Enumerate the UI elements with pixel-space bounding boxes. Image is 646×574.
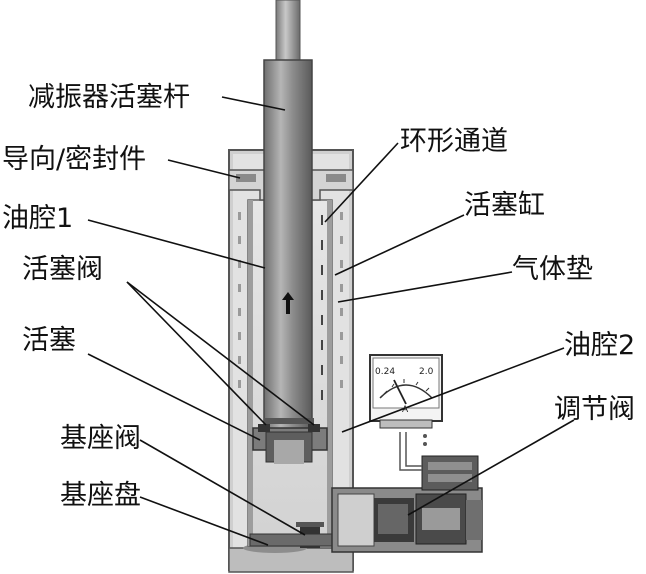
leader-piston-cylinder bbox=[334, 214, 465, 276]
leader-piston-valve-b bbox=[126, 281, 315, 426]
label-oil-chamber-1: 油腔1 bbox=[2, 203, 74, 234]
label-base-valve: 基座阀 bbox=[60, 423, 141, 454]
leader-piston bbox=[87, 353, 261, 441]
leader-piston-valve-a bbox=[126, 281, 267, 426]
label-annular-passage: 环形通道 bbox=[400, 126, 508, 157]
leader-control-valve bbox=[407, 419, 575, 516]
label-piston-rod: 减振器活塞杆 bbox=[28, 82, 190, 113]
leader-piston-rod bbox=[221, 96, 286, 111]
leader-oil-chamber-1 bbox=[87, 219, 266, 269]
piston bbox=[252, 427, 328, 464]
label-oil-chamber-2: 油腔2 bbox=[564, 330, 636, 361]
gauge-unit: A bbox=[402, 405, 409, 415]
leader-gas-cushion bbox=[337, 271, 513, 303]
leader-annular-passage bbox=[324, 142, 399, 223]
gauge-right-value: 2.0 bbox=[419, 367, 434, 377]
leader-oil-chamber-2 bbox=[341, 347, 565, 433]
label-gas-cushion: 气体垫 bbox=[512, 254, 593, 285]
label-piston: 活塞 bbox=[22, 325, 76, 356]
label-piston-valve: 活塞阀 bbox=[22, 254, 103, 285]
label-control-valve: 调节阀 bbox=[554, 394, 635, 425]
leader-base-valve bbox=[139, 439, 306, 536]
ammeter-gauge bbox=[369, 354, 443, 446]
control-valve bbox=[331, 432, 483, 553]
label-piston-cylinder: 活塞缸 bbox=[464, 190, 545, 221]
gauge-left-value: 0.24 bbox=[375, 367, 395, 377]
leader-base-plate bbox=[139, 496, 269, 546]
piston-valve bbox=[258, 418, 320, 432]
label-base-plate: 基座盘 bbox=[60, 480, 141, 511]
base-plate bbox=[249, 533, 333, 547]
leader-lines bbox=[87, 96, 575, 546]
up-arrow-icon bbox=[282, 292, 294, 314]
gas-bubbles-right bbox=[340, 212, 343, 388]
piston-rod bbox=[263, 0, 313, 433]
gas-bubbles-left bbox=[238, 212, 241, 388]
leader-guide-seal bbox=[167, 159, 241, 179]
label-guide-seal: 导向/密封件 bbox=[2, 144, 147, 175]
